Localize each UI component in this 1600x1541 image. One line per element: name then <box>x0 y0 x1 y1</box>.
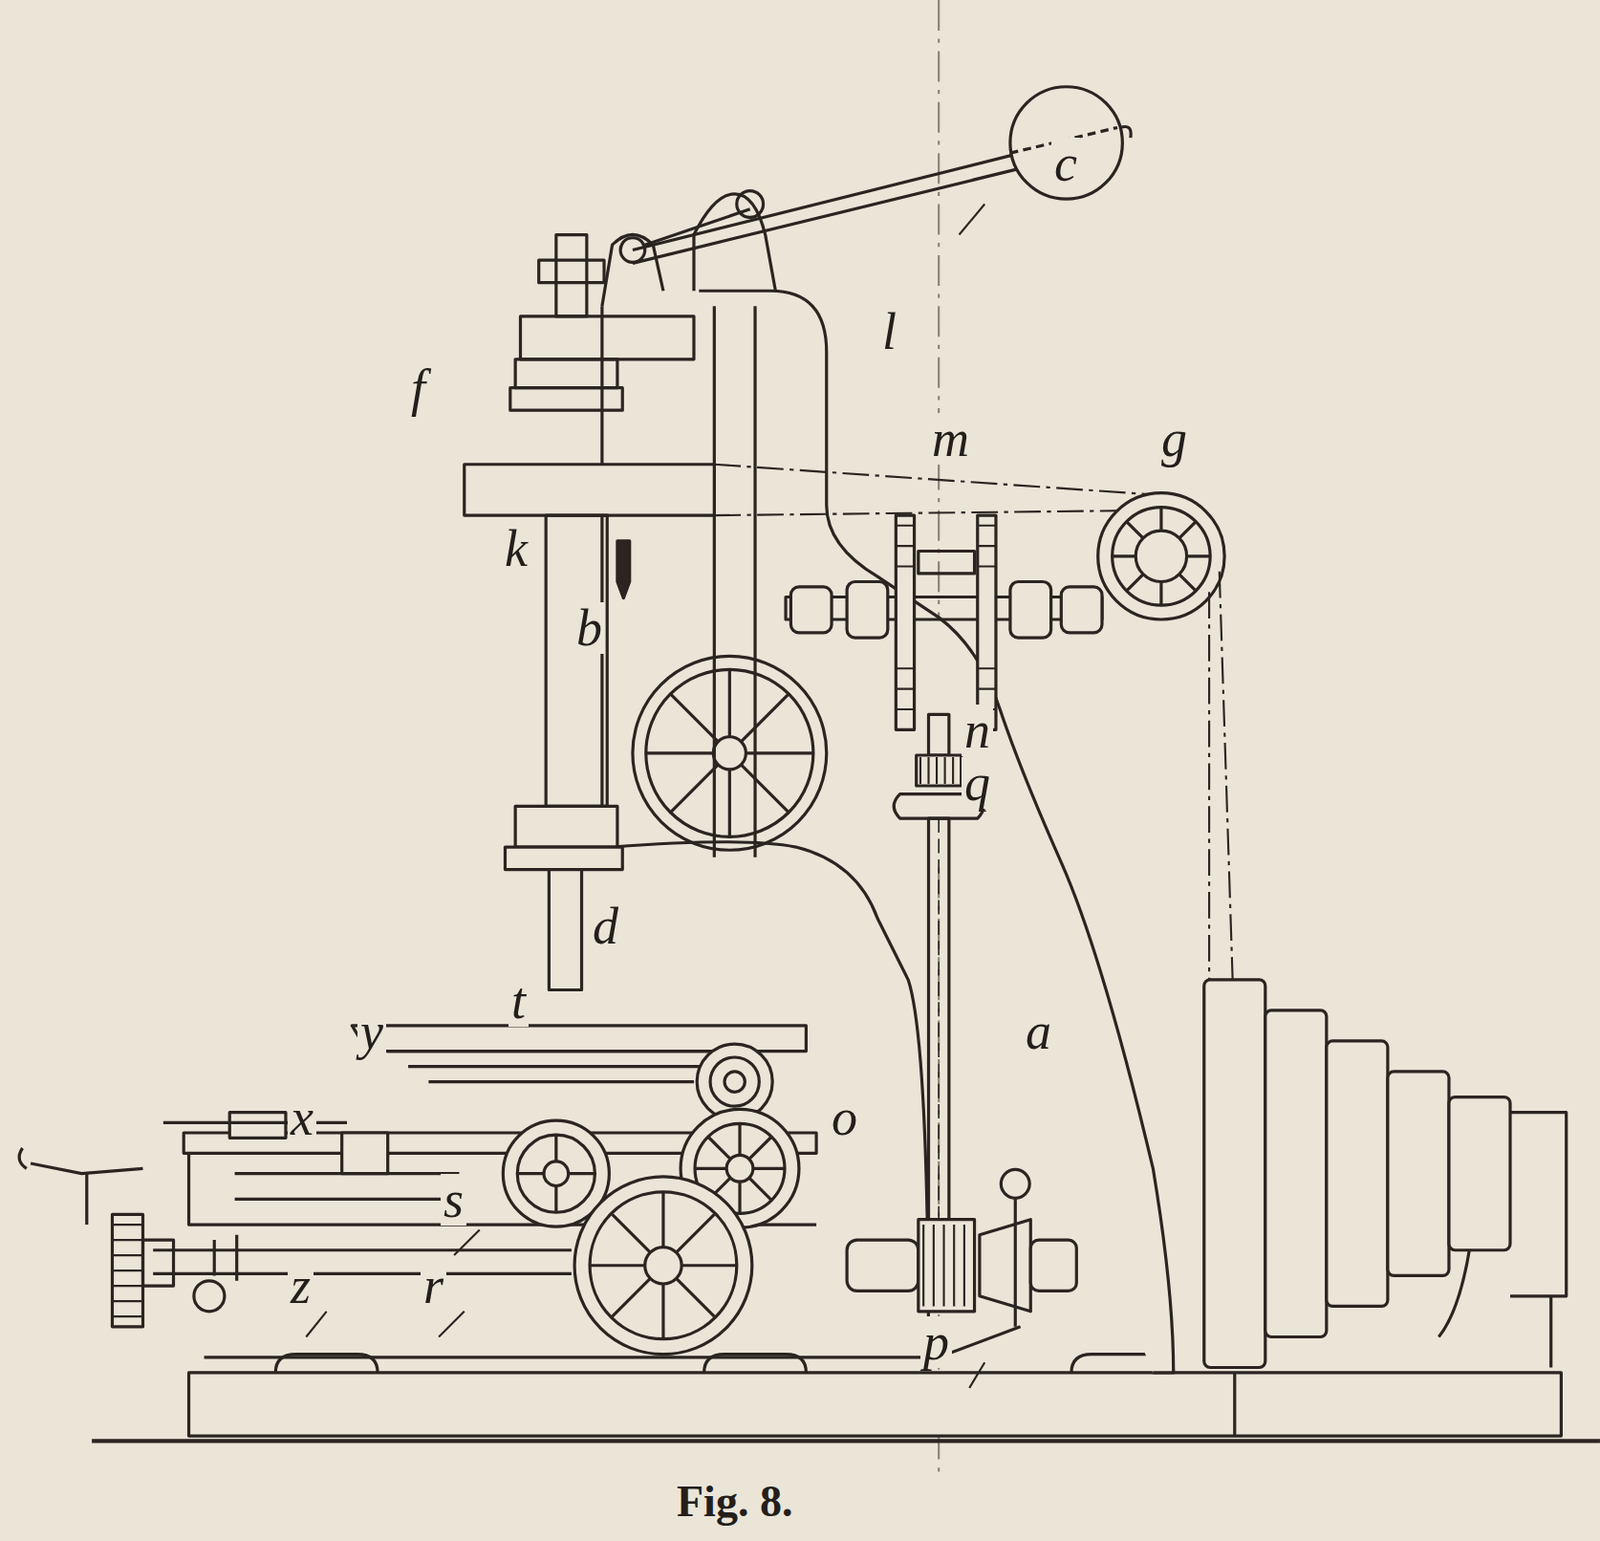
part-letter: t <box>508 974 529 1027</box>
part-letter: y <box>357 1005 387 1058</box>
part-letter: p <box>920 1316 952 1368</box>
part-letter: l <box>879 305 900 358</box>
part-letter: d <box>589 900 622 952</box>
part-letter: r <box>420 1259 447 1312</box>
part-letter: n <box>961 704 994 757</box>
part-letter: s <box>440 1173 467 1226</box>
part-letter: m <box>929 412 973 465</box>
part-letter: z <box>287 1259 314 1312</box>
part-letter: c <box>1051 137 1081 190</box>
part-letter: f <box>408 362 429 414</box>
part-letter: g <box>1158 412 1190 465</box>
part-letter: x <box>287 1091 317 1144</box>
part-letter: q <box>961 756 994 809</box>
figure-caption: Fig. 8. <box>676 1479 793 1524</box>
part-letter: k <box>501 522 531 575</box>
part-letter: a <box>1022 1005 1055 1058</box>
part-letter: b <box>573 602 606 654</box>
part-letter: o <box>828 1091 861 1144</box>
